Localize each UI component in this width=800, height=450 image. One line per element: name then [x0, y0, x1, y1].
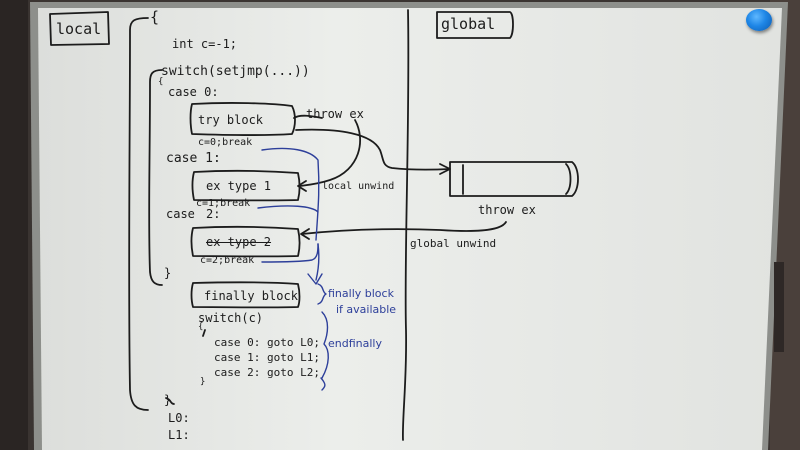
code-small-brace-close: } [200, 377, 206, 387]
code-case2-a: case [166, 207, 195, 221]
annotation-endfinally: endfinally [328, 337, 382, 350]
code-goto2: case 2: goto L2; [214, 366, 320, 379]
code-brace-close: } [164, 266, 172, 280]
code-switch-c: switch(c) [198, 311, 264, 325]
finally-box [190, 281, 301, 309]
endfinally-brace [321, 311, 329, 379]
blue-flow-4 [315, 243, 320, 281]
blue-flow-2 [257, 205, 319, 213]
code-case1: case 1: [166, 151, 221, 166]
ex2-box [190, 226, 301, 258]
annotation-finally-note-2: if available [336, 303, 397, 316]
annotation-throw-ex-right: throw ex [478, 203, 536, 217]
code-switch-head: switch(setjmp(...)) [161, 64, 310, 79]
code-case0: case 0: [168, 85, 219, 99]
outer-bracket [128, 17, 149, 411]
code-small-brace2: { [198, 322, 204, 332]
code-case2-b: 2: [206, 207, 221, 221]
code-brace-open: { [150, 8, 160, 26]
annotation-global-unwind: global unwind [410, 237, 497, 250]
global-header: global [441, 15, 496, 33]
code-label1: L1: [168, 428, 190, 442]
code-c0-break: c=0;break [198, 137, 253, 148]
code-int-decl: int c=-1; [172, 37, 238, 51]
local-header-box [49, 11, 110, 46]
code-c1-break: c=1;break [196, 198, 251, 209]
code-goto1: case 1: goto L1; [214, 351, 320, 364]
annotation-throw-ex-top: throw ex [306, 107, 364, 121]
annotation-local-unwind: local unwind [322, 181, 395, 192]
global-header-box [436, 11, 514, 39]
code-try-block: try block [198, 113, 264, 127]
blue-flow-1 [261, 147, 320, 241]
code-goto0: case 0: goto L0; [214, 336, 320, 349]
finally-brace [317, 283, 327, 305]
code-label0: L0: [168, 411, 190, 425]
global-stack-box [449, 161, 579, 197]
blue-flow-3 [261, 243, 319, 263]
code-small-brace: { [158, 77, 164, 87]
local-header: local [56, 20, 102, 38]
code-c2-break: c=2;break [200, 255, 255, 266]
code-outer-close: } [164, 393, 172, 407]
magnet [746, 9, 772, 31]
throw-arrow [293, 114, 323, 119]
code-ex-type2: ex type 2 [206, 235, 272, 249]
code-finally-block: finally block [204, 289, 298, 303]
ex1-box [191, 170, 301, 202]
inner-bracket [148, 69, 163, 286]
global-unwind-arrow [301, 221, 507, 235]
local-unwind-arrow [299, 119, 362, 187]
divider-line [401, 9, 410, 441]
try-box [189, 102, 296, 137]
code-ex-type1: ex type 1 [206, 179, 272, 193]
annotation-finally-note-1: finally block [328, 287, 394, 300]
